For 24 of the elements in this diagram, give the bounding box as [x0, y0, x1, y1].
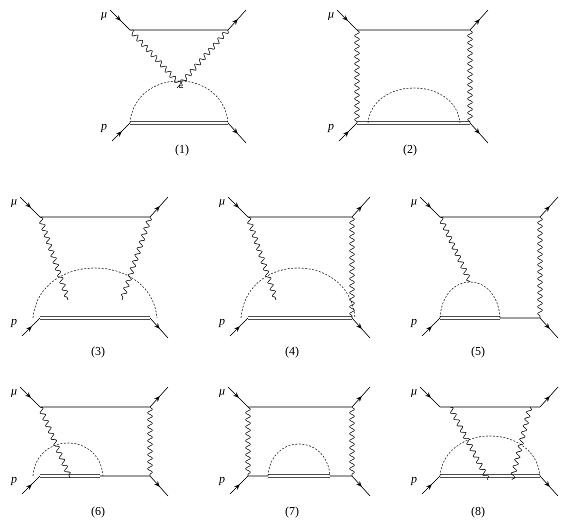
particle-label: μ	[410, 388, 417, 398]
diagram-number: (8)	[472, 506, 484, 518]
diagram-number: (4)	[286, 346, 298, 358]
particle-label: μ	[10, 388, 17, 398]
diagram-number: (1)	[176, 144, 188, 156]
particle-label: p	[100, 124, 107, 132]
diagram-number: (5)	[472, 346, 484, 358]
particle-label: μ	[10, 198, 17, 208]
diagram-number: (7)	[286, 506, 298, 518]
particle-label: p	[327, 124, 334, 132]
particle-label: μ	[218, 388, 225, 398]
particle-label: μ	[218, 198, 225, 208]
particle-label: p	[218, 476, 225, 486]
particle-label: μ	[328, 12, 334, 20]
particle-label: p	[10, 318, 17, 328]
particle-label: μ	[410, 198, 417, 208]
diagram-number: (6)	[92, 506, 104, 518]
particle-label: p	[218, 318, 225, 328]
particle-label: p	[410, 318, 417, 328]
particle-label: p	[10, 476, 17, 486]
diagram-number: (3)	[92, 346, 104, 358]
diagram-number: (2)	[404, 144, 416, 156]
particle-label: p	[410, 476, 417, 486]
particle-label: μ	[100, 12, 107, 20]
